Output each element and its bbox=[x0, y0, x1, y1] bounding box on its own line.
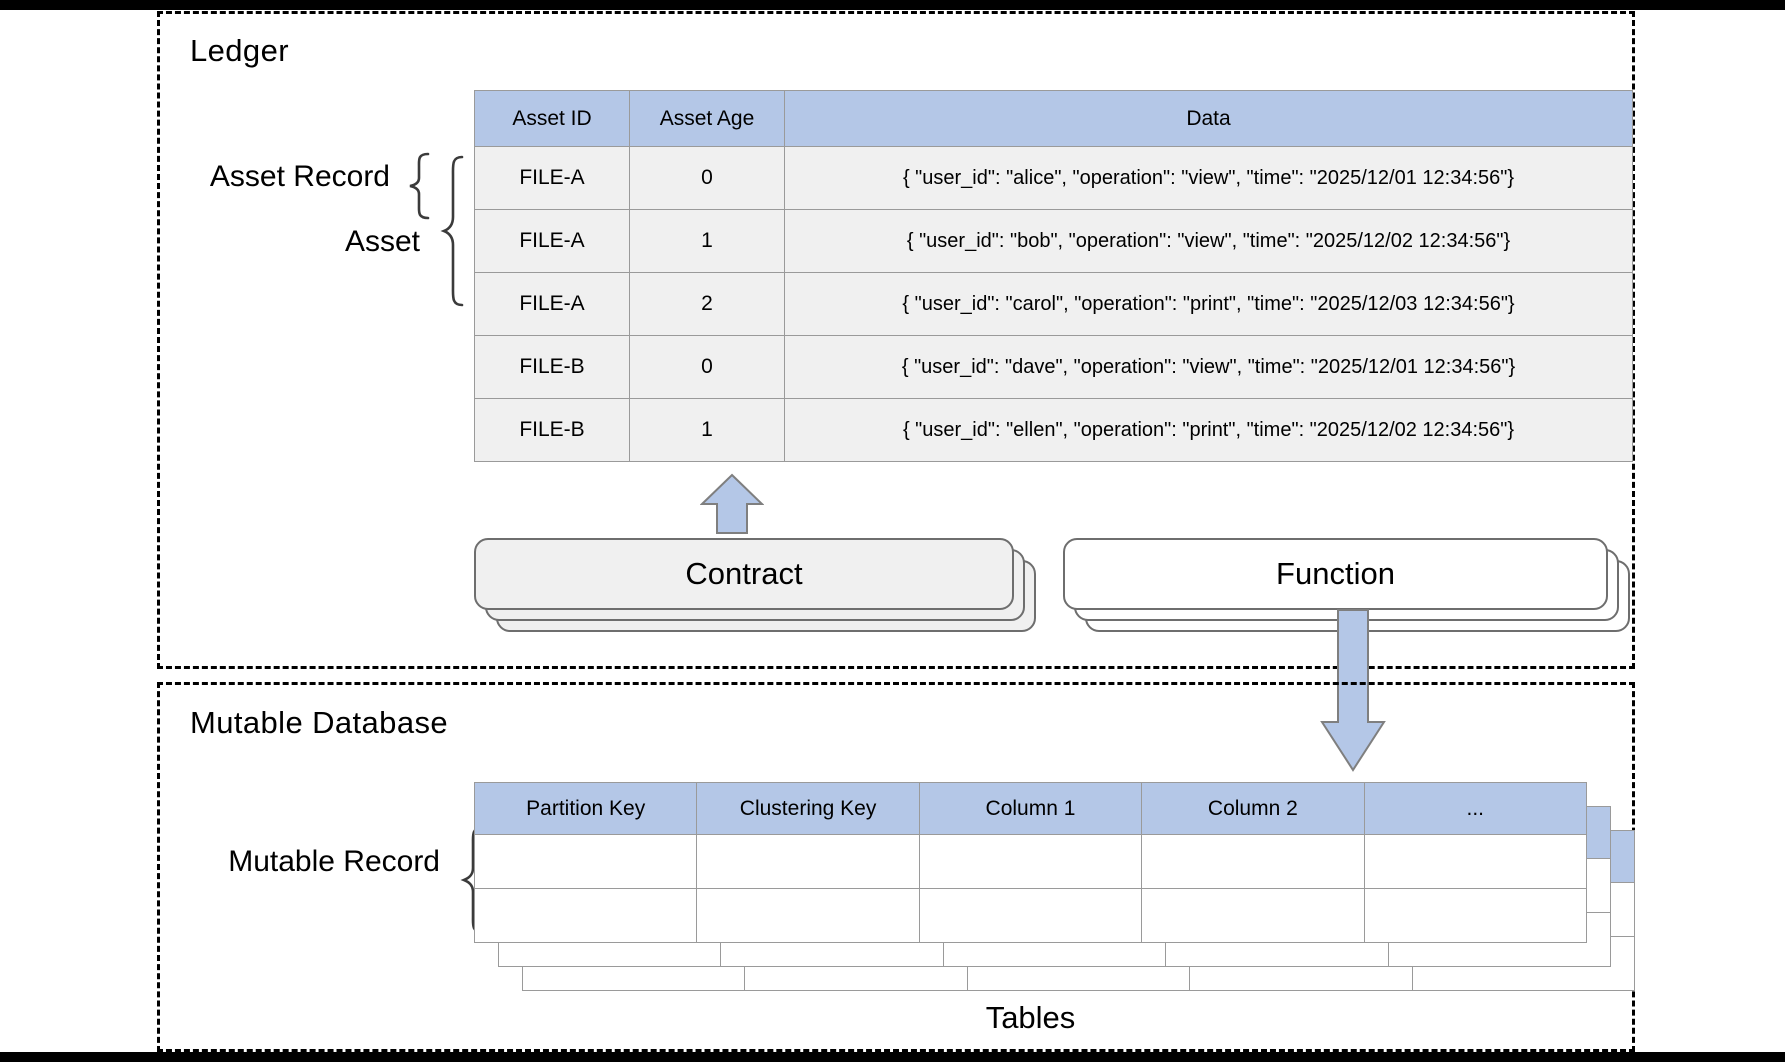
asset-label: Asset bbox=[344, 225, 420, 258]
asset-table-header-asset-age: Asset Age bbox=[629, 90, 785, 147]
table-row: FILE-A 0 { "user_id": "alice", "operatio… bbox=[474, 146, 1633, 210]
mutable-cell bbox=[473, 888, 698, 943]
asset-record-brace bbox=[398, 152, 432, 220]
asset-id-cell: FILE-B bbox=[474, 398, 630, 462]
mutable-header-partition-key: Partition Key bbox=[473, 782, 698, 835]
asset-age-cell: 2 bbox=[629, 272, 785, 336]
mutable-header-column-2: Column 2 bbox=[1141, 782, 1365, 835]
contract-label: Contract bbox=[685, 556, 803, 591]
mutable-cell bbox=[473, 834, 698, 889]
asset-table-header-asset-id: Asset ID bbox=[474, 90, 630, 147]
mutable-cell bbox=[918, 888, 1143, 943]
asset-table-header-row: Asset ID Asset Age Data bbox=[474, 90, 1633, 147]
tables-caption: Tables bbox=[985, 1000, 1076, 1035]
mutable-record-brace bbox=[452, 826, 486, 936]
table-row: FILE-B 0 { "user_id": "dave", "operation… bbox=[474, 335, 1633, 399]
mutable-header-ellipsis: ... bbox=[1363, 782, 1588, 835]
mutable-cell bbox=[1363, 888, 1588, 943]
asset-data-cell: { "user_id": "alice", "operation": "view… bbox=[784, 146, 1633, 210]
mutable-table-header-row: Partition Key Clustering Key Column 1 Co… bbox=[473, 782, 1588, 835]
asset-data-cell: { "user_id": "ellen", "operation": "prin… bbox=[784, 398, 1633, 462]
function-label: Function bbox=[1276, 556, 1395, 591]
function-layer-front bbox=[1063, 538, 1608, 610]
mutable-cell bbox=[696, 834, 920, 889]
mutable-header-clustering-key: Clustering Key bbox=[696, 782, 920, 835]
mutable-cell bbox=[696, 888, 920, 943]
table-row: FILE-A 2 { "user_id": "carol", "operatio… bbox=[474, 272, 1633, 336]
asset-id-cell: FILE-A bbox=[474, 272, 630, 336]
asset-age-cell: 1 bbox=[629, 209, 785, 273]
mutable-header-column-1: Column 1 bbox=[918, 782, 1143, 835]
table-row bbox=[473, 888, 1588, 943]
asset-id-cell: FILE-A bbox=[474, 209, 630, 273]
table-row bbox=[473, 834, 1588, 889]
letterbox-bar-top bbox=[0, 0, 1785, 10]
asset-record-table: Asset ID Asset Age Data FILE-A 0 { "user… bbox=[474, 90, 1633, 462]
mutable-database-section-title: Mutable Database bbox=[190, 705, 449, 740]
function-stack[interactable]: Function bbox=[1063, 538, 1643, 643]
contract-layer-front bbox=[474, 538, 1014, 610]
table-row: FILE-A 1 { "user_id": "bob", "operation"… bbox=[474, 209, 1633, 273]
contract-stack[interactable]: Contract bbox=[474, 538, 1049, 643]
mutable-cell bbox=[1141, 834, 1365, 889]
asset-age-cell: 0 bbox=[629, 146, 785, 210]
asset-data-cell: { "user_id": "carol", "operation": "prin… bbox=[784, 272, 1633, 336]
asset-id-cell: FILE-A bbox=[474, 146, 630, 210]
asset-data-cell: { "user_id": "dave", "operation": "view"… bbox=[784, 335, 1633, 399]
mutable-cell bbox=[1363, 834, 1588, 889]
mutable-record-label: Mutable Record bbox=[228, 845, 440, 878]
ledger-section-frame bbox=[157, 11, 1635, 669]
mutable-table-stack: Partition Key Clustering Key Column 1 Co… bbox=[473, 782, 1636, 992]
table-row: FILE-B 1 { "user_id": "ellen", "operatio… bbox=[474, 398, 1633, 462]
asset-id-cell: FILE-B bbox=[474, 335, 630, 399]
asset-age-cell: 1 bbox=[629, 398, 785, 462]
asset-brace bbox=[432, 155, 466, 307]
ledger-section-title: Ledger bbox=[190, 33, 289, 68]
asset-table-header-data: Data bbox=[784, 90, 1633, 147]
arrow-down-icon bbox=[1320, 608, 1386, 772]
mutable-cell bbox=[1141, 888, 1365, 943]
mutable-record-table: Partition Key Clustering Key Column 1 Co… bbox=[473, 782, 1588, 943]
asset-age-cell: 0 bbox=[629, 335, 785, 399]
letterbox-bar-bottom bbox=[0, 1052, 1785, 1062]
mutable-cell bbox=[918, 834, 1143, 889]
asset-record-label: Asset Record bbox=[209, 160, 390, 193]
arrow-up-icon bbox=[700, 473, 764, 535]
asset-data-cell: { "user_id": "bob", "operation": "view",… bbox=[784, 209, 1633, 273]
